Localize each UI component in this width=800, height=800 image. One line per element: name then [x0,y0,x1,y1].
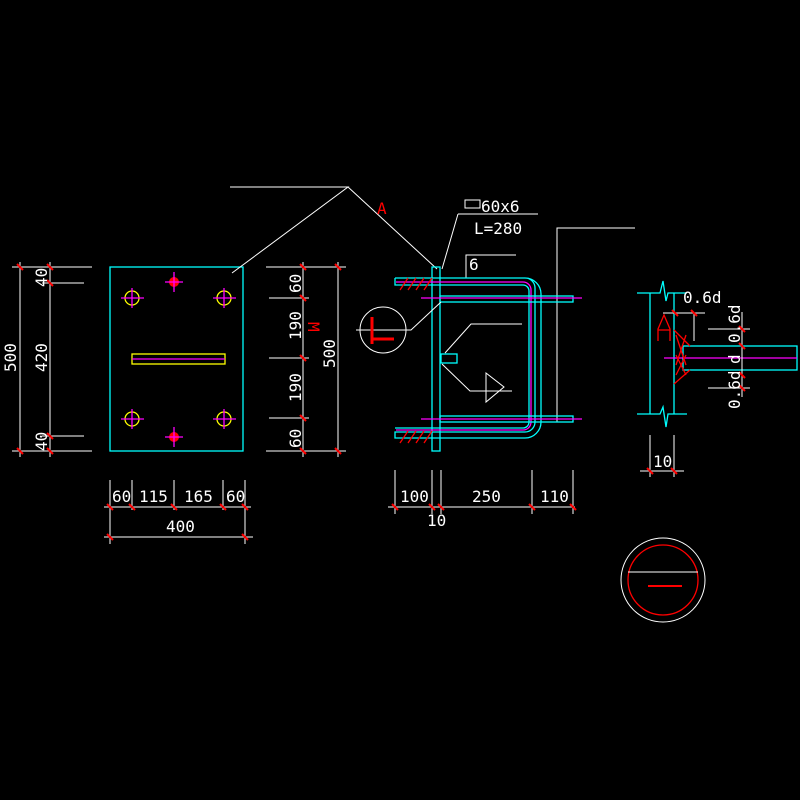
detail-a: A 0.6d 0.6d d 0.6d 10 [637,280,798,477]
top-weld-dim: 0.6d [683,288,722,307]
dim-left-total: 500 [1,343,20,372]
dim-section-1: 100 [400,487,429,506]
dim-bottom-3: 165 [184,487,213,506]
dim-bottom-total: 400 [166,517,195,536]
plate-length: L=280 [474,219,522,238]
section-label: A [377,199,387,218]
detail-dim-upper: 0.6d [725,304,744,343]
detail-dim-lower: 0.6d [725,370,744,409]
base-plate [109,266,244,452]
dim-right-total: 500 [320,339,339,368]
vertical-plate [431,266,441,452]
section-view: A 60x6 L=280 6 100 250 110 10 [356,197,635,530]
bolt-holes [121,272,236,447]
dim-bottom-4: 60 [226,487,245,506]
weld-size: 6 [469,255,479,274]
dim-section-3: 110 [540,487,569,506]
dim-section-thickness: 10 [427,511,446,530]
dim-left-middle: 420 [32,343,51,372]
dim-bottom-1: 60 [112,487,131,506]
dim-right-3: 190 [286,373,305,402]
plate-spec: 60x6 [481,197,520,216]
dim-left-bottom: 40 [32,432,51,451]
plan-view: 500 420 40 40 60 190 190 60 500 M 60 115… [1,186,438,544]
detail-thickness: 10 [653,452,672,471]
dim-left-top: 40 [32,268,51,287]
dim-right-4: 60 [286,429,305,448]
dim-bottom-2: 115 [139,487,168,506]
dim-right-2: 190 [286,311,305,340]
pipe-section-symbol [620,537,706,623]
dim-section-2: 250 [472,487,501,506]
dim-right-1: 60 [286,274,305,293]
detail-dim-mid: d [725,354,744,364]
mark-m: M [304,322,323,332]
